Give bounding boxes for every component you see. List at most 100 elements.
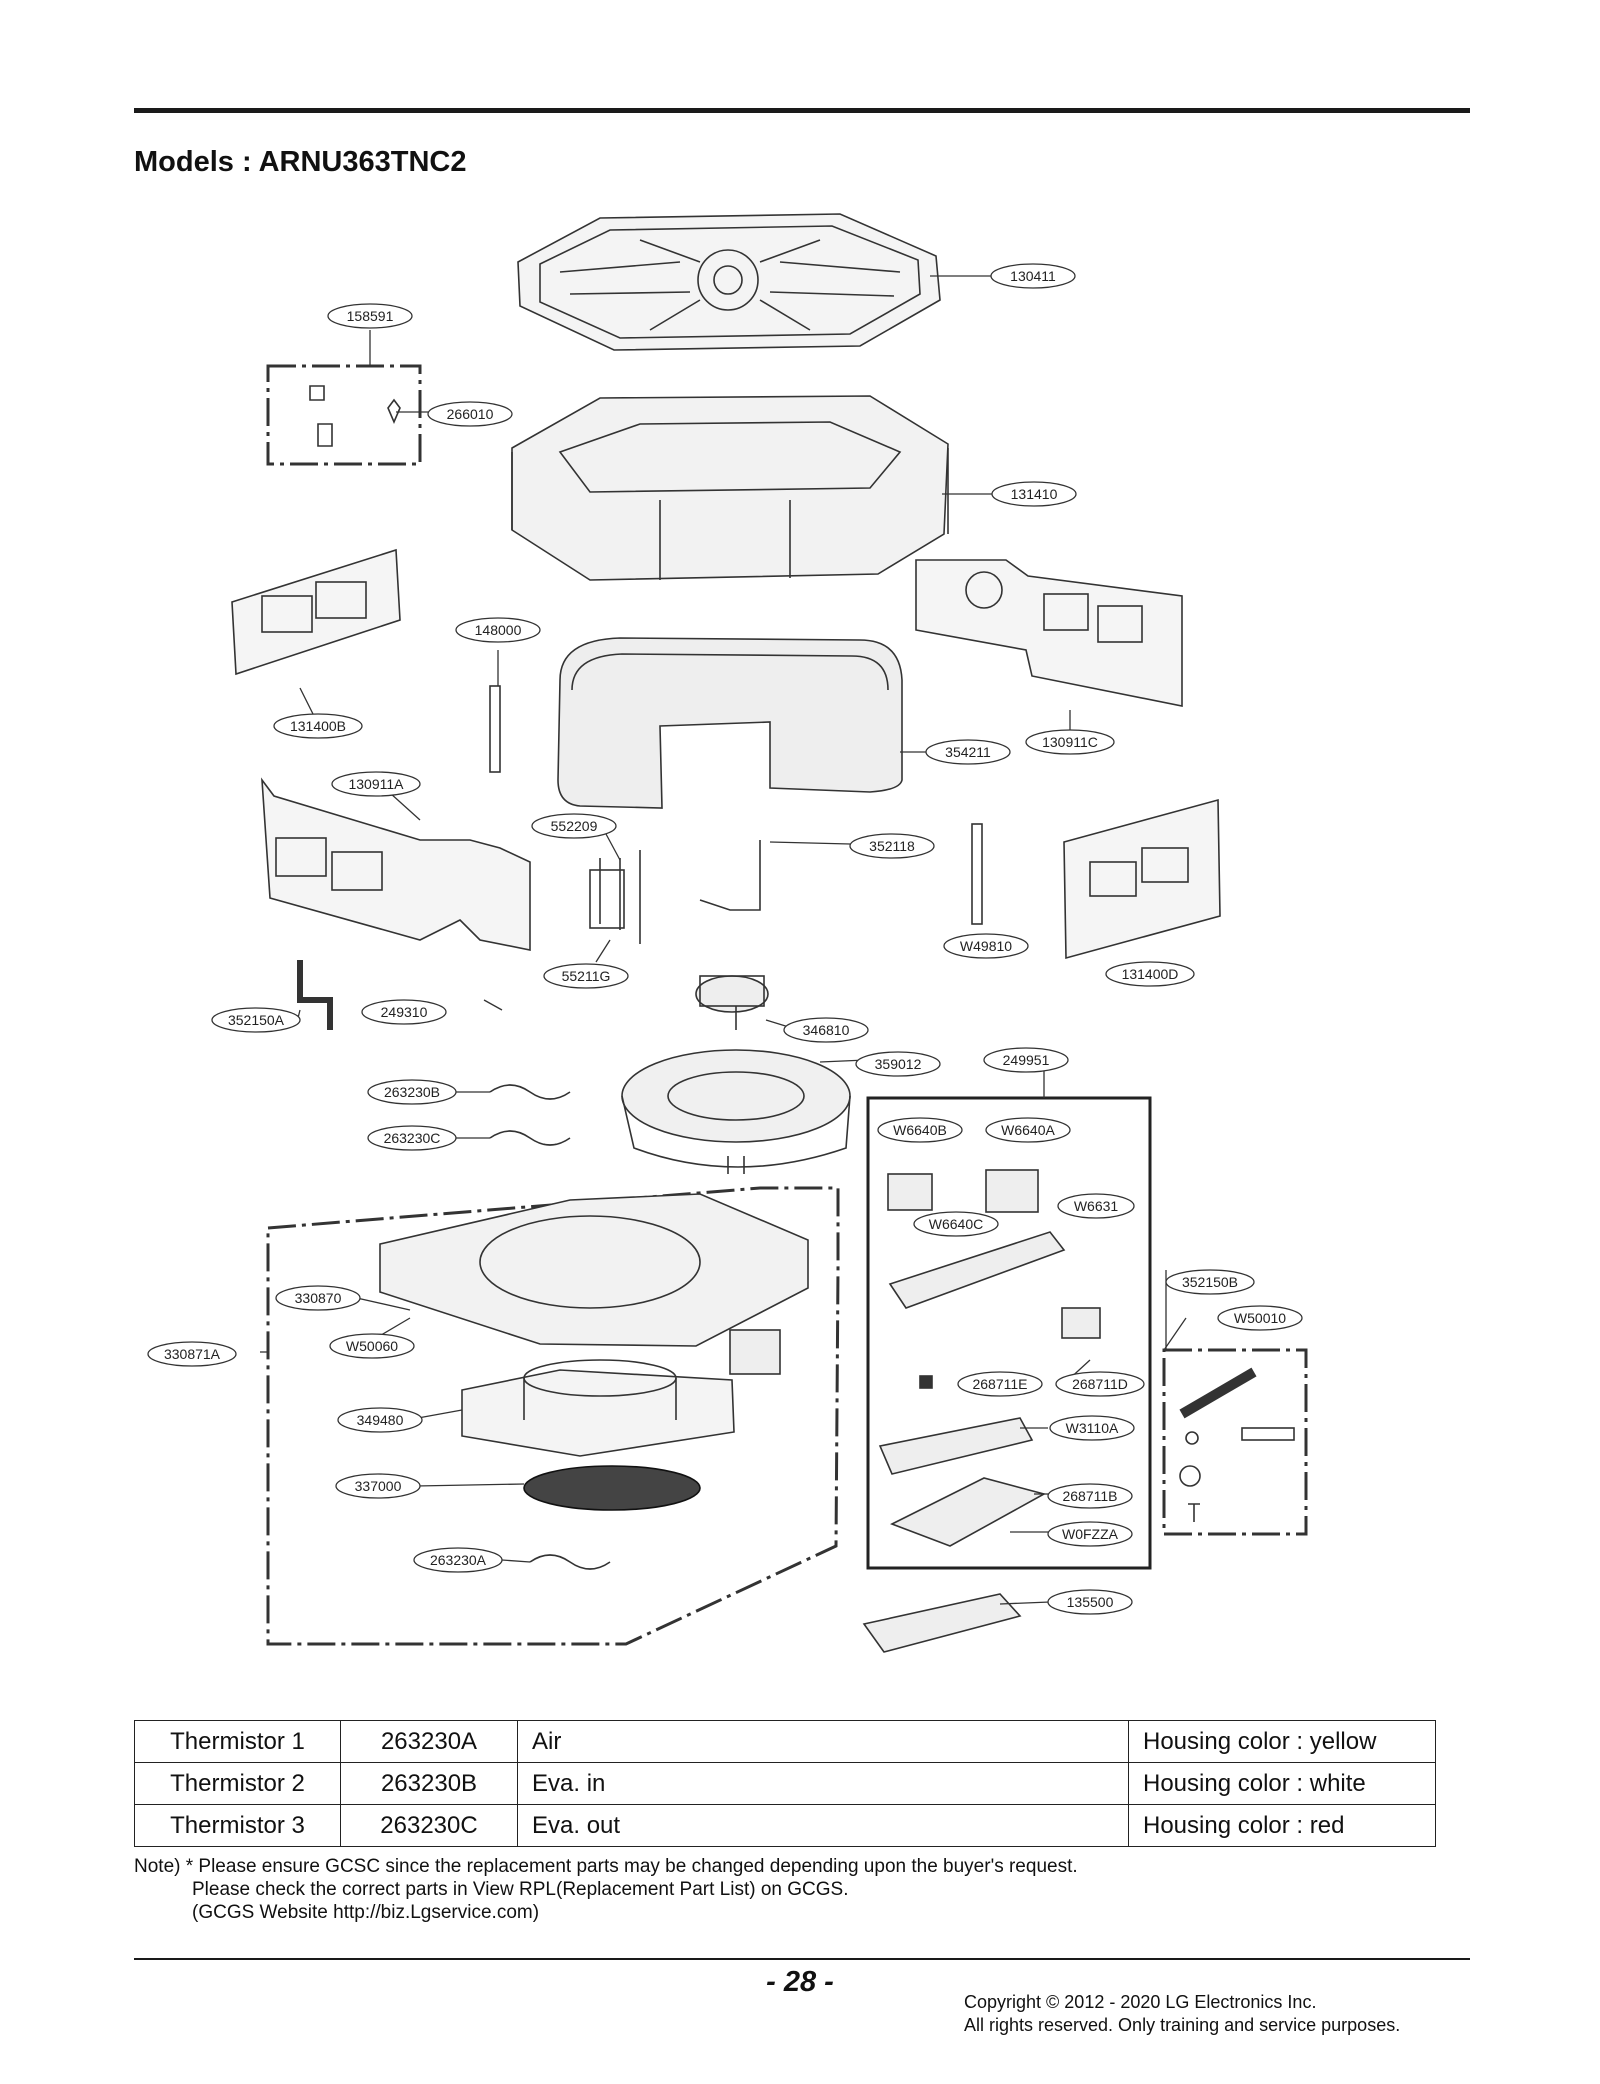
callout-352150B: 352150B — [1165, 1269, 1255, 1295]
svg-text:158591: 158591 — [347, 308, 394, 324]
svg-text:249951: 249951 — [1003, 1052, 1050, 1068]
side-panel-131400D — [1063, 798, 1221, 960]
callout-W3110A: W3110A — [1049, 1415, 1135, 1441]
callout-W0FZZA: W0FZZA — [1047, 1521, 1133, 1547]
svg-text:263230A: 263230A — [430, 1552, 487, 1568]
thermistor-part: 263230C — [340, 1804, 518, 1847]
svg-text:268711B: 268711B — [1062, 1488, 1117, 1504]
table-row: Thermistor 3 263230C Eva. out Housing co… — [134, 1804, 1436, 1847]
svg-text:W6640B: W6640B — [893, 1122, 947, 1138]
callout-131400B: 131400B — [273, 713, 363, 739]
svg-text:354211: 354211 — [945, 744, 991, 760]
copyright-line-1: Copyright © 2012 - 2020 LG Electronics I… — [964, 1992, 1317, 2012]
table-row: Thermistor 2 263230B Eva. in Housing col… — [134, 1762, 1436, 1805]
callout-354211: 354211 — [925, 739, 1011, 765]
callout-266010: 266010 — [427, 401, 513, 427]
callout-359012: 359012 — [855, 1051, 941, 1077]
top-rule — [134, 108, 1470, 113]
cabinet-part — [511, 395, 949, 581]
svg-text:552209: 552209 — [551, 818, 598, 834]
callout-130411: 130411 — [990, 263, 1076, 289]
callout-268711B: 268711B — [1047, 1483, 1133, 1509]
svg-text:349480: 349480 — [357, 1412, 404, 1428]
svg-text:330870: 330870 — [295, 1290, 342, 1306]
control-box-part — [729, 1329, 781, 1375]
callout-131400D: 131400D — [1105, 961, 1195, 987]
control-kit-enclosure — [866, 1096, 1152, 1570]
callout-268711E: 268711E — [957, 1371, 1043, 1397]
callout-W6640B: W6640B — [877, 1117, 963, 1143]
svg-text:268711E: 268711E — [972, 1376, 1027, 1392]
svg-text:268711D: 268711D — [1072, 1376, 1128, 1392]
callout-346810: 346810 — [783, 1017, 869, 1043]
callout-158591: 158591 — [327, 303, 413, 329]
bottom-rule — [134, 1958, 1470, 1960]
base-enclosure — [266, 1186, 840, 1646]
thermistor-housing: Housing color : red — [1128, 1804, 1436, 1847]
thermistor-table: Thermistor 1 263230A Air Housing color :… — [134, 1720, 1436, 1847]
svg-text:W6640C: W6640C — [929, 1216, 983, 1232]
callout-W50010: W50010 — [1217, 1305, 1303, 1331]
bell-mouth-part — [461, 1359, 735, 1457]
side-panel-130911C — [915, 559, 1183, 707]
callout-552209: 552209 — [531, 813, 617, 839]
svg-text:131400B: 131400B — [290, 718, 346, 734]
thermistor-part: 263230A — [340, 1720, 518, 1763]
callout-W49810: W49810 — [943, 933, 1029, 959]
grille-panel-part — [517, 213, 941, 351]
note-block: Note) * Please ensure GCSC since the rep… — [134, 1855, 1078, 1924]
pcb-components — [878, 1169, 1101, 1547]
side-panel-131400B — [231, 548, 401, 676]
drain-pan-part — [379, 1193, 809, 1347]
svg-text:W3110A: W3110A — [1066, 1420, 1119, 1436]
svg-text:130911C: 130911C — [1042, 734, 1098, 750]
svg-text:352118: 352118 — [869, 838, 915, 854]
svg-text:W50060: W50060 — [346, 1338, 398, 1354]
sensor-bracket-part — [266, 364, 422, 466]
callout-249951: 249951 — [983, 1047, 1069, 1073]
callout-130911C: 130911C — [1025, 729, 1115, 755]
callouts: 130411 158591 266010 131410 148000 13140… — [147, 263, 1303, 1615]
page-number: - 28 - — [766, 1966, 834, 1998]
svg-text:W50010: W50010 — [1234, 1310, 1286, 1326]
callout-135500: 135500 — [1047, 1589, 1133, 1615]
svg-text:249310: 249310 — [381, 1004, 428, 1020]
side-panel-130911A — [261, 777, 531, 951]
svg-text:352150B: 352150B — [1182, 1274, 1238, 1290]
svg-text:130411: 130411 — [1010, 268, 1056, 284]
svg-text:346810: 346810 — [803, 1022, 850, 1038]
callout-249310: 249310 — [361, 999, 447, 1025]
svg-text:W49810: W49810 — [960, 938, 1012, 954]
callout-263230C: 263230C — [367, 1125, 457, 1151]
svg-text:352150A: 352150A — [228, 1012, 285, 1028]
thermistor-name: Thermistor 1 — [134, 1720, 341, 1763]
thermistor-location: Air — [517, 1720, 1129, 1763]
heat-exchanger-part — [557, 637, 903, 809]
accessory-enclosure — [1162, 1348, 1308, 1536]
page-title: Models : ARNU363TNC2 — [134, 146, 467, 178]
svg-text:W6640A: W6640A — [1001, 1122, 1055, 1138]
svg-text:148000: 148000 — [475, 622, 522, 638]
callout-W50060: W50060 — [329, 1333, 415, 1359]
copyright-line-2: All rights reserved. Only training and s… — [964, 2015, 1401, 2035]
svg-text:130911A: 130911A — [348, 776, 404, 792]
svg-text:359012: 359012 — [875, 1056, 922, 1072]
thermistor-location: Eva. out — [517, 1804, 1129, 1847]
thermistor-263230C-wire — [489, 1130, 571, 1146]
callout-W6631: W6631 — [1057, 1193, 1135, 1219]
callout-263230A: 263230A — [413, 1547, 503, 1573]
svg-text:131410: 131410 — [1011, 486, 1058, 502]
support-bar-W49810 — [971, 823, 983, 925]
table-row: Thermistor 1 263230A Air Housing color :… — [134, 1720, 1436, 1763]
svg-text:337000: 337000 — [355, 1478, 402, 1494]
callout-55211G: 55211G — [543, 963, 629, 989]
support-bar-148000 — [489, 685, 501, 773]
svg-text:266010: 266010 — [447, 406, 494, 422]
note-line-3: (GCGS Website http://biz.Lgservice.com) — [192, 1902, 540, 1923]
exploded-parts-diagram: 130411 158591 266010 131410 148000 13140… — [147, 213, 1308, 1653]
thermistor-housing: Housing color : yellow — [1128, 1720, 1436, 1763]
callout-349480: 349480 — [337, 1407, 423, 1433]
fan-motor-part — [695, 975, 769, 1030]
callout-131410: 131410 — [991, 481, 1077, 507]
callout-148000: 148000 — [455, 617, 541, 643]
